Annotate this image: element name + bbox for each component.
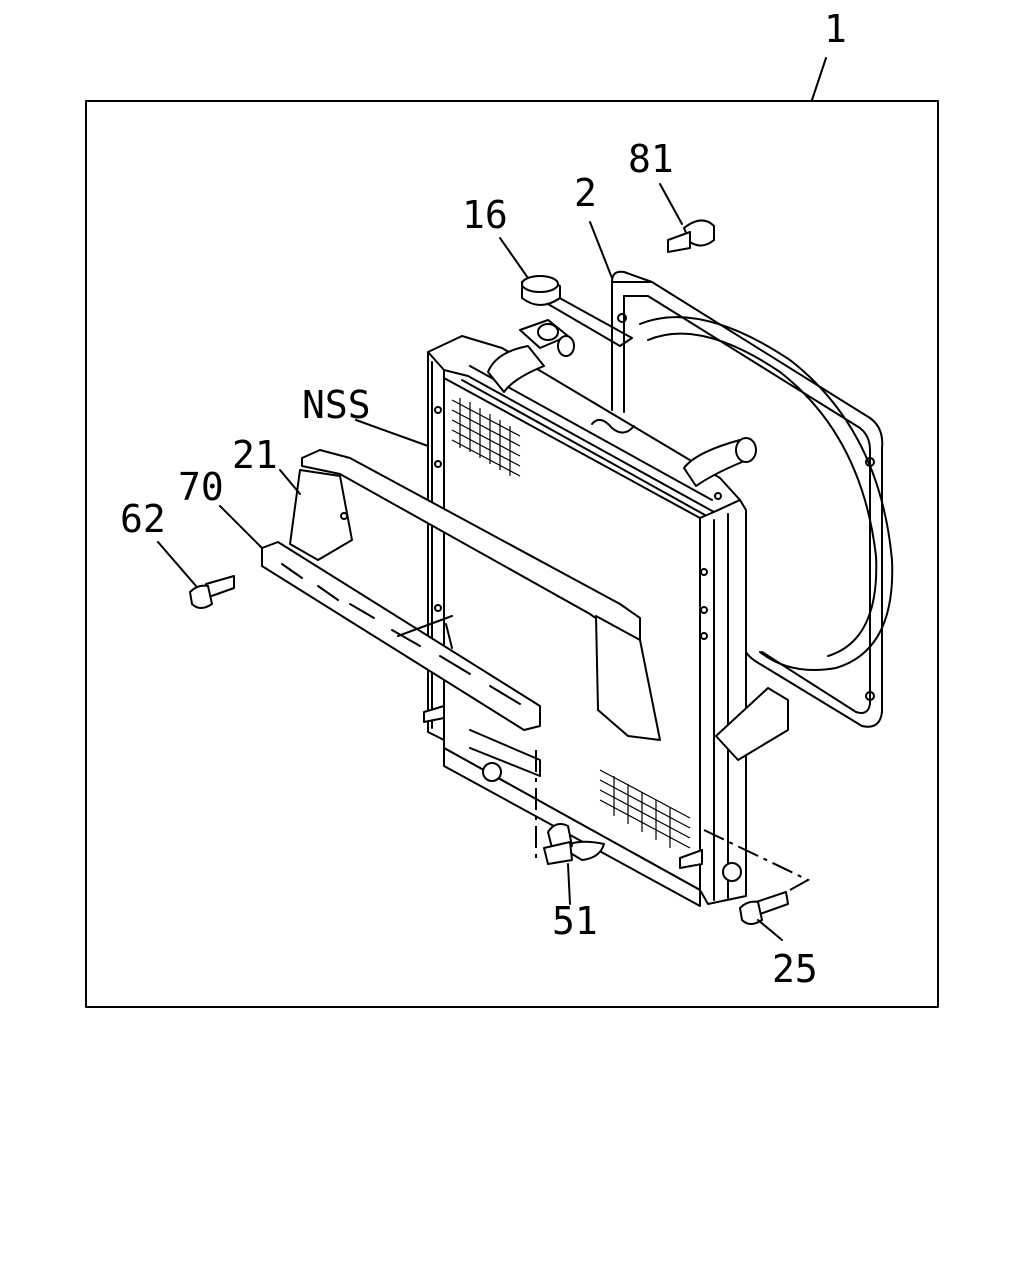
callout-1: 1	[824, 7, 847, 51]
callout-62: 62	[120, 497, 166, 541]
callout-25: 25	[772, 947, 818, 991]
leader-lines	[157, 57, 827, 941]
callout-70: 70	[178, 465, 224, 509]
callout-nss: NSS	[302, 383, 371, 427]
grommet	[667, 219, 715, 253]
bolt-right	[739, 891, 789, 925]
callout-2: 2	[574, 171, 597, 215]
bolt-left	[189, 575, 235, 609]
filler-neck	[487, 319, 575, 393]
fan-shroud	[611, 270, 894, 728]
callout-51: 51	[552, 899, 598, 943]
drain-cock	[543, 823, 605, 865]
callout-81: 81	[628, 137, 674, 181]
upper-bracket	[289, 449, 661, 741]
radiator-cap	[521, 275, 561, 306]
callout-16: 16	[462, 193, 508, 237]
callout-21: 21	[232, 433, 278, 477]
assembly-frame	[85, 100, 939, 1008]
lower-bracket	[261, 541, 541, 731]
